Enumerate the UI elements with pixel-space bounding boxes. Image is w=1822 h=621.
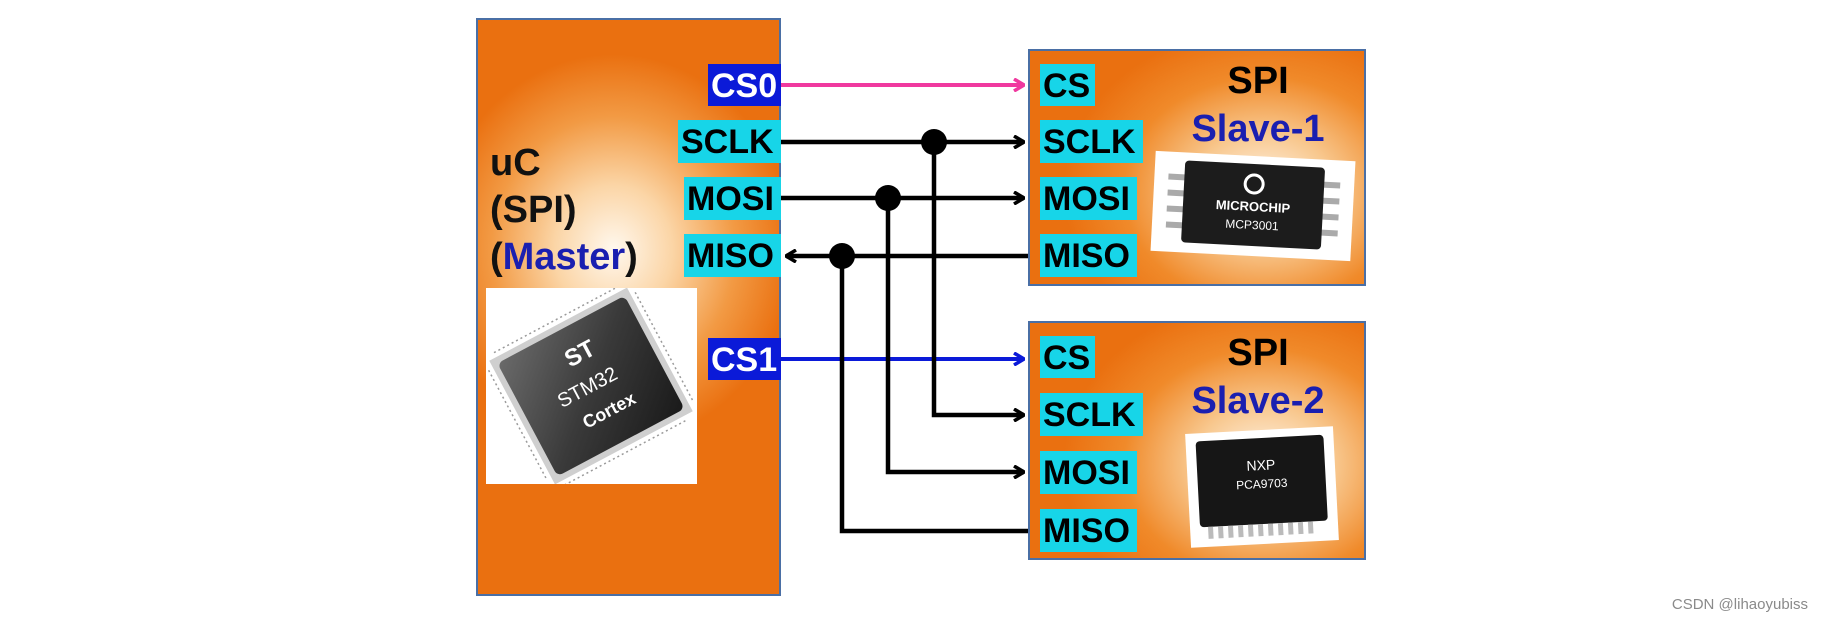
watermark-credit: CSDN @lihaoyubiss [1671,596,1808,613]
slave1-title-line1: SPI [1227,60,1289,102]
wire-mosi-slave2 [885,198,1024,472]
slave2-pin-cs: CS [1040,336,1095,378]
master-pin-miso: MISO [684,234,781,277]
junction-sclk [921,129,947,155]
slave2-title: SPI Slave-2 [1158,334,1358,420]
slave1-pin-sclk: SCLK [1040,120,1143,163]
master-title-line1: uC [490,142,541,184]
slave2-pin-miso: MISO [1040,509,1137,552]
svg-text:PCA9703: PCA9703 [1236,476,1288,493]
master-title-line3: (Master) [490,236,638,278]
slave1-pin-mosi: MOSI [1040,177,1137,220]
master-word: Master [502,236,626,278]
svg-text:MICROCHIP: MICROCHIP [1215,197,1290,216]
svg-text:NXP: NXP [1246,456,1276,473]
wire-miso-slave2 [839,256,1028,534]
junction-mosi [875,185,901,211]
slave2-title-line2: Slave-2 [1191,380,1325,422]
stm32-chip-icon: ST STM32 Cortex [487,286,695,486]
slave2-pin-mosi: MOSI [1040,451,1137,494]
slave1-title: SPI Slave-1 [1158,62,1358,148]
slave1-pin-miso: MISO [1040,234,1137,277]
mcp3001-chip-icon: MICROCHIP MCP3001 [1165,160,1341,250]
pca9703-chip-image: NXP PCA9703 [1185,426,1339,548]
slave1-title-line2: Slave-1 [1191,108,1325,150]
slave2-pin-sclk: SCLK [1040,393,1143,436]
junction-miso [829,243,855,269]
master-pin-cs0: CS0 [708,64,781,106]
svg-text:MCP3001: MCP3001 [1225,217,1279,234]
slave2-title-line1: SPI [1227,332,1289,374]
master-pin-cs1: CS1 [708,338,781,380]
stm32-chip-image: ST STM32 Cortex [486,286,697,486]
mcp3001-chip-image: MICROCHIP MCP3001 [1150,150,1356,262]
master-title-line2: (SPI) [490,189,577,231]
pca9703-chip-icon: NXP PCA9703 [1195,434,1328,539]
slave1-pin-cs: CS [1040,64,1095,106]
master-pin-sclk: SCLK [678,120,781,163]
wire-sclk-slave2 [931,142,1024,415]
master-title: uC (SPI) (Master) [490,140,638,281]
master-pin-mosi: MOSI [684,177,781,220]
